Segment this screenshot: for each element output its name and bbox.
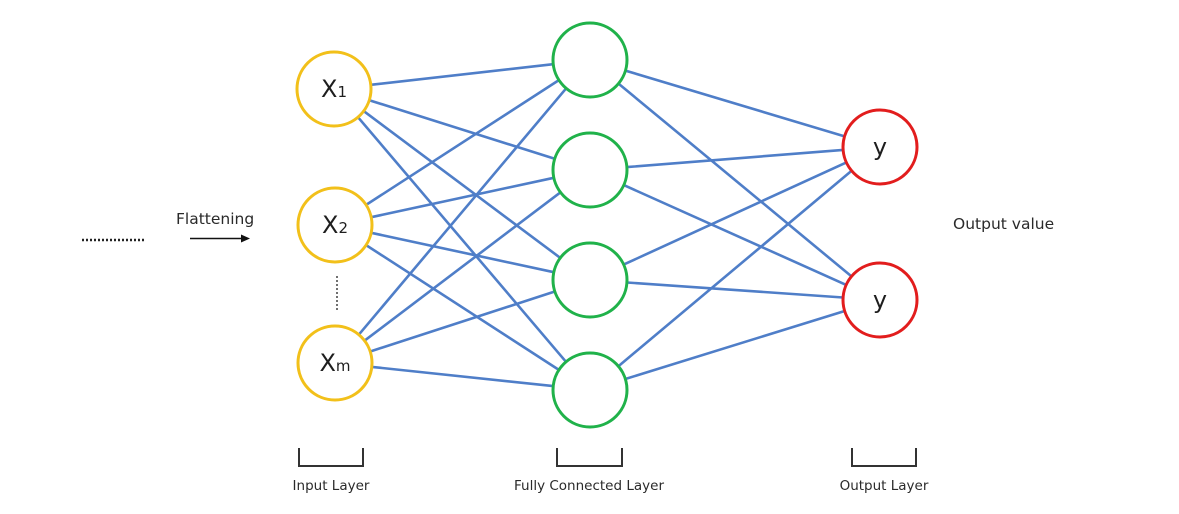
input-layer-bracket (298, 448, 364, 467)
output-node-2-label: y (873, 286, 887, 314)
edge-input-3-hidden-1 (357, 87, 568, 337)
input-node-m-base: X (319, 349, 335, 377)
output-node-1-label: y (873, 133, 887, 161)
edge-hidden-1-output-2 (617, 82, 853, 278)
input-node-2-sub: 2 (338, 219, 348, 237)
edge-input-2-hidden-2 (369, 176, 556, 219)
hidden-layer-bracket (556, 448, 623, 467)
input-node-1-base: X (321, 75, 337, 103)
hidden-node-1 (551, 21, 629, 99)
edge-input-3-hidden-2 (363, 191, 562, 343)
edge-hidden-1-output-1 (624, 69, 846, 138)
edge-input-2-hidden-4 (364, 243, 561, 372)
hidden-layer-caption: Fully Connected Layer (514, 478, 664, 494)
edge-hidden-3-output-2 (625, 281, 845, 299)
edge-input-1-hidden-3 (362, 109, 562, 260)
input-node-2: X2 (296, 186, 374, 264)
edge-input-1-hidden-4 (356, 115, 568, 364)
flattening-label: Flattening (176, 210, 254, 228)
input-node-1: X1 (295, 50, 373, 128)
edge-hidden-2-output-2 (622, 183, 848, 287)
connection-edges (356, 62, 853, 388)
input-node-m-sub: m (336, 357, 351, 375)
edge-input-1-hidden-2 (367, 98, 557, 161)
hidden-node-3 (551, 241, 629, 319)
hidden-node-2 (551, 131, 629, 209)
input-layer-caption: Input Layer (293, 478, 370, 494)
flattening-arrow-icon (190, 234, 250, 243)
svg-text:X2: X2 (322, 211, 348, 239)
input-node-2-base: X (322, 211, 338, 239)
edge-hidden-3-output-1 (622, 161, 848, 266)
edge-hidden-4-output-2 (623, 309, 847, 381)
input-node-m: Xm (296, 324, 374, 402)
edge-input-3-hidden-3 (368, 290, 557, 353)
output-value-label: Output value (953, 215, 1054, 233)
output-node-1: y (841, 108, 919, 186)
edge-input-2-hidden-3 (369, 231, 556, 274)
edge-hidden-4-output-1 (617, 169, 853, 368)
output-layer-bracket (851, 448, 917, 467)
svg-text:X1: X1 (321, 75, 347, 103)
edge-input-1-hidden-1 (369, 62, 555, 87)
input-node-1-sub: 1 (337, 83, 347, 101)
edge-input-2-hidden-1 (364, 78, 561, 207)
hidden-node-4 (551, 351, 629, 429)
output-node-2: y (841, 261, 919, 339)
edge-input-3-hidden-4 (370, 365, 555, 388)
output-layer-caption: Output Layer (840, 478, 929, 494)
edge-hidden-2-output-1 (625, 148, 845, 169)
svg-text:Xm: Xm (319, 349, 350, 377)
